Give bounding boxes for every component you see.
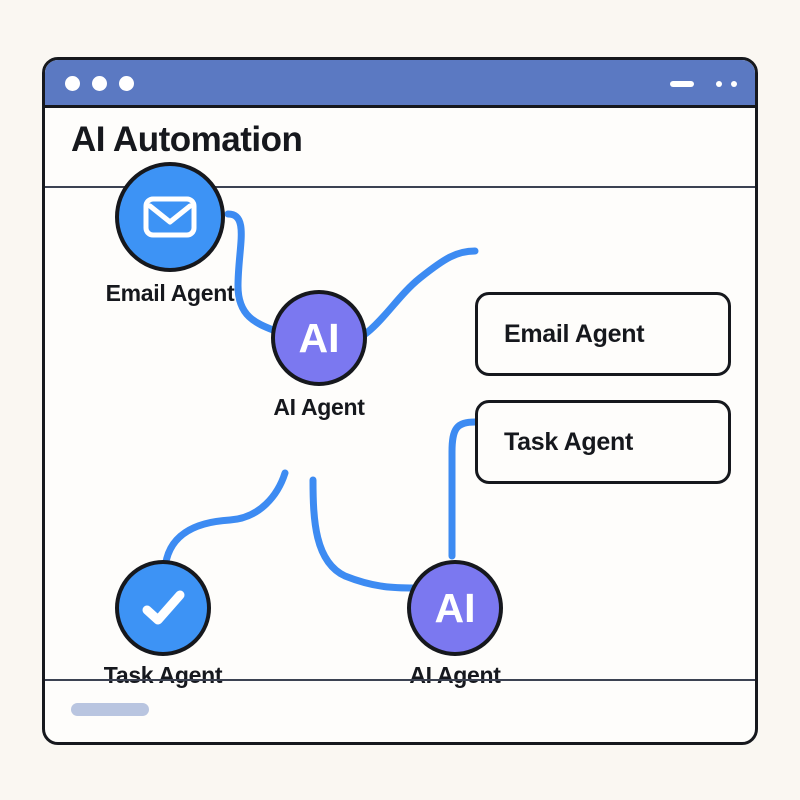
scroll-handle[interactable]: [71, 703, 149, 716]
edge-task-card-to-bottom-ai: [448, 418, 479, 560]
app-window: AI Automation: [42, 57, 758, 745]
edge-email-node-to-ai: [224, 210, 282, 336]
ai-agent-bottom-circle[interactable]: AI: [407, 560, 503, 656]
ai-agent-bottom-label: AI Agent: [409, 662, 501, 688]
minimize-icon[interactable]: [92, 76, 107, 91]
ai-agent-node-center[interactable]: AI AI Agent: [271, 290, 367, 420]
ai-agent-center-label: AI Agent: [273, 394, 365, 420]
close-icon[interactable]: [65, 76, 80, 91]
ai-agent-node-bottom[interactable]: AI AI Agent: [407, 560, 503, 688]
task-agent-node[interactable]: Task Agent: [104, 560, 223, 688]
window-titlebar: [45, 60, 755, 108]
ai-agent-center-text: AI: [298, 314, 340, 361]
envelope-icon: [143, 196, 197, 238]
menu-dot-2: [731, 81, 737, 87]
window-controls-right: [670, 60, 737, 108]
email-agent-node-label: Email Agent: [105, 280, 235, 306]
edge-ai-to-bottom-ai: [309, 476, 419, 592]
email-agent-card[interactable]: Email Agent: [475, 292, 731, 376]
email-agent-card-label: Email Agent: [504, 319, 645, 348]
email-agent-node[interactable]: Email Agent: [106, 162, 235, 306]
minimize-bar-icon[interactable]: [670, 81, 694, 87]
menu-dot-1: [716, 81, 722, 87]
task-agent-node-label: Task Agent: [103, 662, 223, 688]
diagram-canvas: Email Agent AI AI Agent Task Agent: [45, 162, 755, 688]
ai-agent-center-circle[interactable]: AI: [271, 290, 367, 386]
task-agent-circle[interactable]: [115, 560, 211, 656]
more-options-icon[interactable]: [716, 81, 737, 87]
task-agent-card-label: Task Agent: [504, 427, 633, 456]
title-row: AI Automation: [45, 108, 755, 188]
task-agent-card[interactable]: Task Agent: [475, 400, 731, 484]
window-traffic-lights: [65, 76, 134, 91]
maximize-icon[interactable]: [119, 76, 134, 91]
edge-task-node-to-ai: [161, 469, 289, 574]
page-title: AI Automation: [71, 120, 303, 159]
check-icon: [142, 590, 185, 625]
ai-agent-bottom-text: AI: [434, 584, 476, 631]
email-agent-circle[interactable]: [115, 162, 225, 272]
window-footer: [45, 679, 755, 742]
